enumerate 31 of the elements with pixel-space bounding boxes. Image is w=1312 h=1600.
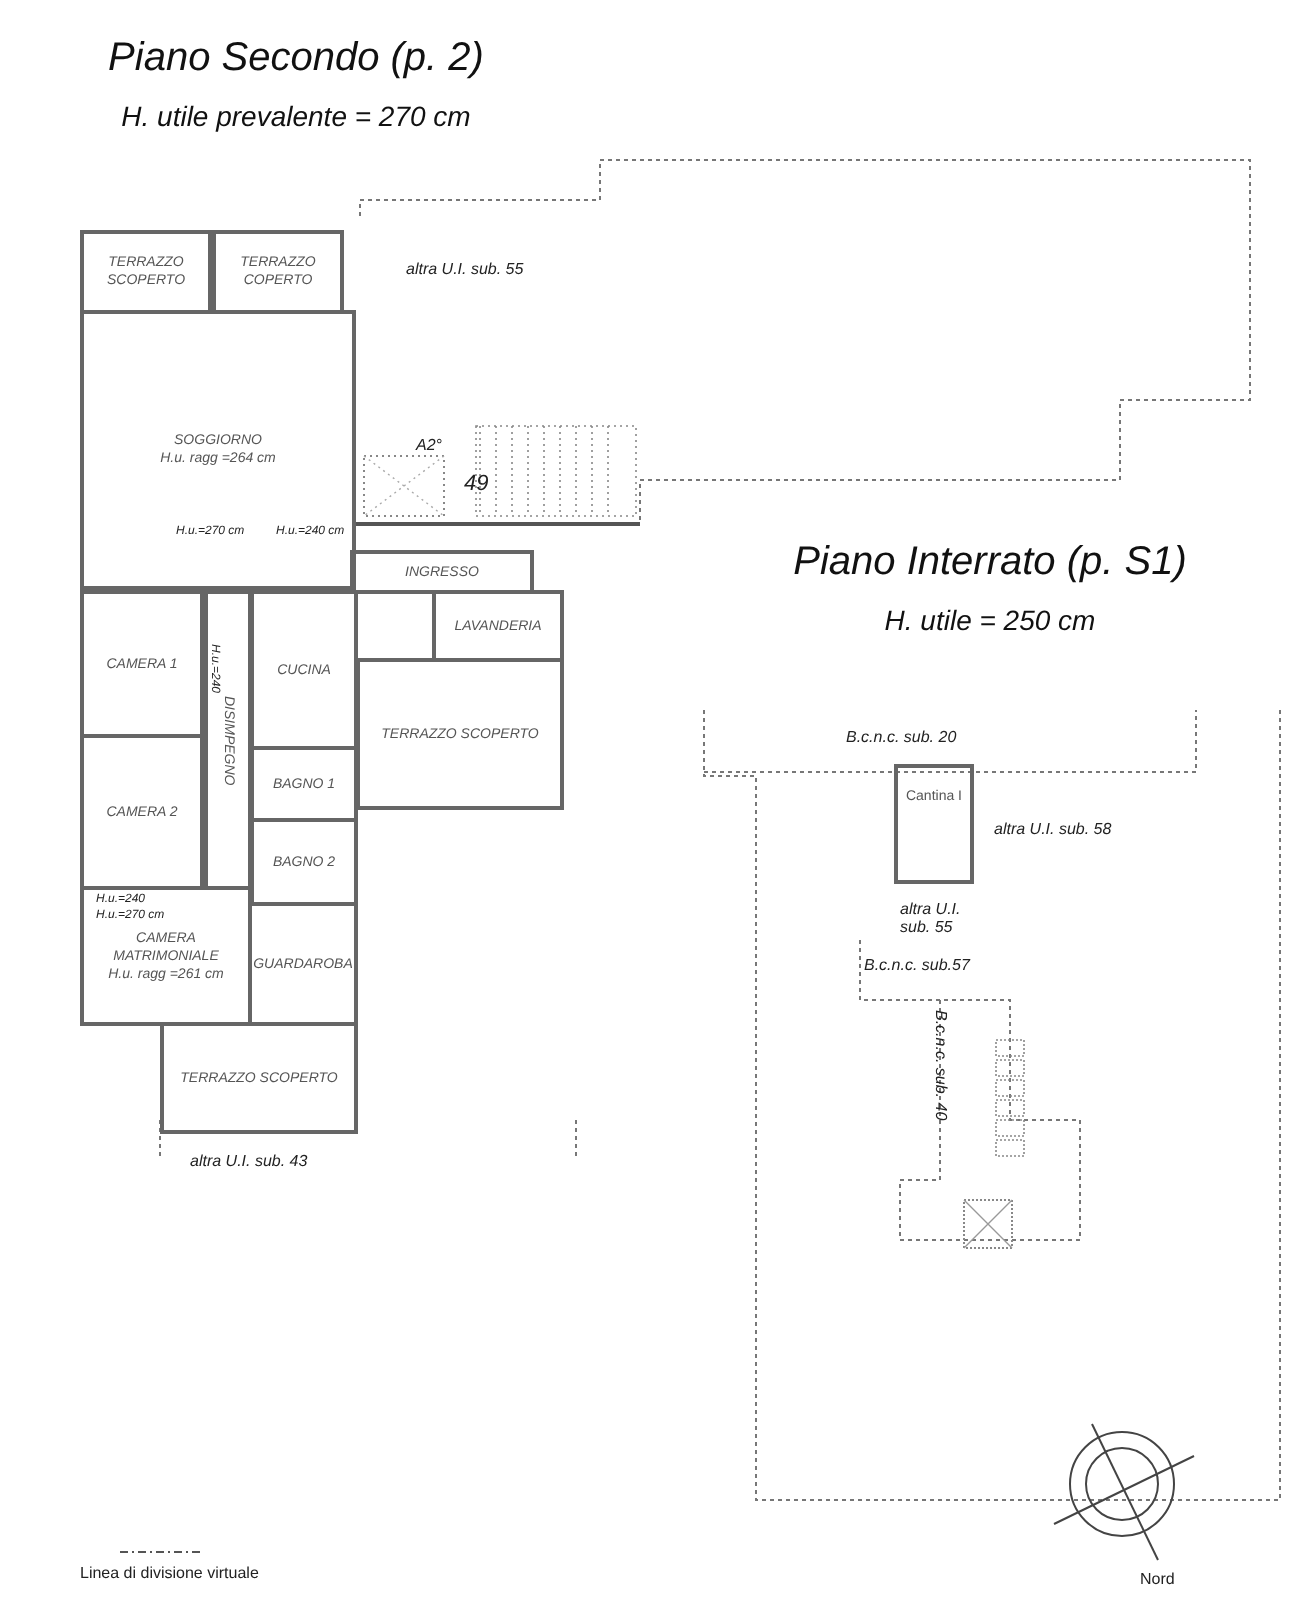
plan-title: Piano Interrato (p. S1): [791, 540, 1189, 586]
room-outline: [350, 550, 534, 594]
room-outline: [212, 230, 344, 314]
room-outline: [80, 230, 212, 314]
unit-label: B.c.n.c. sub.57: [864, 956, 970, 974]
unit-label: altra U.I. sub. 58: [994, 820, 1112, 838]
plan-title: Piano Secondo (p. 2): [106, 36, 486, 82]
room-outline: [250, 746, 358, 822]
room-outline: [248, 902, 358, 1026]
legend-text: Linea di divisione virtuale: [80, 1564, 259, 1582]
room-outline: [250, 818, 358, 906]
level-mark: A2°: [416, 436, 442, 454]
step-number: 49: [464, 472, 489, 496]
unit-label: B.c.n.c. sub. 20: [846, 728, 957, 746]
unit-label: altra U.I. sub. 43: [190, 1152, 308, 1170]
unit-label: B.c.n.c. sub. 40: [932, 1010, 950, 1121]
compass-label: Nord: [1140, 1570, 1175, 1588]
room-outline: [80, 590, 204, 738]
room-outline: [204, 590, 252, 890]
room-outline: [80, 734, 204, 890]
room-outline: [80, 310, 356, 590]
room-outline: [356, 658, 564, 810]
height-note: H. utile prevalente = 270 cm: [119, 100, 473, 132]
room-outline: [160, 1022, 358, 1134]
room-outline: [432, 590, 564, 662]
room-outline: [894, 764, 974, 884]
unit-label: altra U.I. sub. 55: [406, 260, 524, 278]
unit-label: altra U.I. sub. 55: [900, 900, 963, 936]
room-outline: [80, 886, 252, 1026]
height-note: H. utile = 250 cm: [882, 604, 1098, 636]
room-outline: [250, 590, 358, 750]
